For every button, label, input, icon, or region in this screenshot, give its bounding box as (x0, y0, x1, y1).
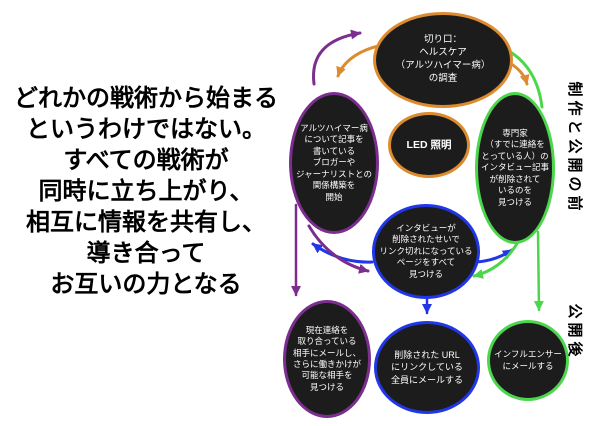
arrow-experts-to-influencers (533, 230, 544, 312)
phase-label-post-launch: 公開後 (566, 303, 583, 361)
left-statement-text: どれかの戦術から始まる というわけではない。 すべての戦術が 同時に立ち上がり、… (14, 85, 278, 298)
arrow-bloggers-to-topic (312, 29, 362, 86)
node-led-lighting: LED 照明 (388, 112, 470, 178)
arrow-experts-to-brokenpages (472, 240, 520, 279)
node-expert-interviews-removed: 専門家 （すでに連絡を とっている人）の インタビュー記事 が削除されて いるの… (475, 92, 555, 244)
node-email-linkers: 削除された URL にリンクしている 全員にメールする (374, 321, 480, 414)
arrow-brokenpages-to-bloggers (311, 242, 374, 264)
arrow-brokenpages-to-experts (474, 248, 514, 264)
node-topic: 切り口： ヘルスケア （アルツハイマー病） の調査 (373, 12, 513, 108)
node-email-current-contacts: 現在連絡を 取り合っている 相手にメールし、 さらに働きかけが 可能な相手を 見… (283, 300, 371, 418)
node-blogger-relations: アルツハイマー病 について記事を 書いている ブロガーや ジャーナリストとの 関… (289, 92, 379, 234)
node-email-influencers: インフルエンサー にメールする (487, 320, 569, 401)
phase-label-pre-launch: 制作と公開の前 (566, 81, 583, 215)
node-find-broken-link-pages: インタビューが 削除されたせいで リンク切れになっている ページをすべて 見つけ… (372, 204, 480, 299)
